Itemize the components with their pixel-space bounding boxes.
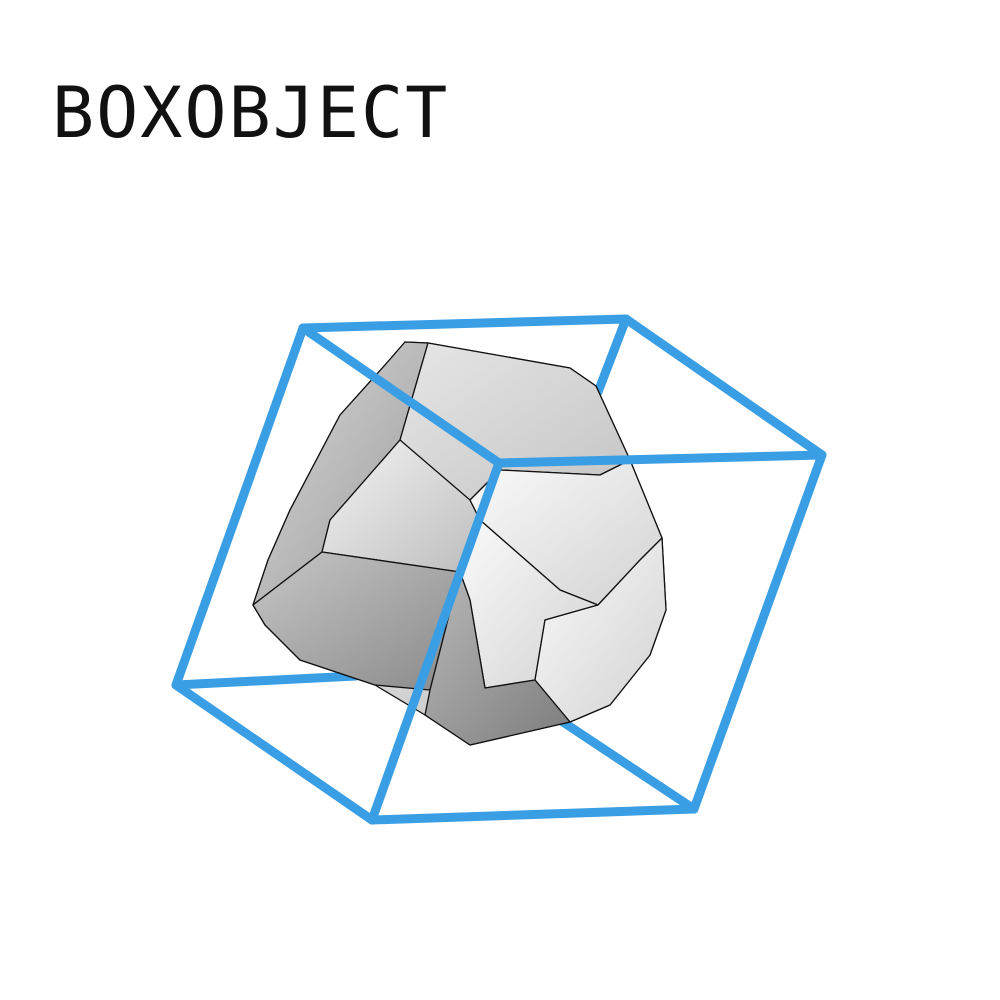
bounding-box-back-edges <box>171 314 827 814</box>
bounding-box-front-edges <box>171 323 827 825</box>
object-face-lower-left <box>252 551 461 691</box>
object-face-right <box>534 537 667 723</box>
page-title: BOXOBJECT <box>52 72 450 154</box>
polyhedron-object <box>252 341 667 746</box>
object-face-bottom <box>424 571 571 746</box>
